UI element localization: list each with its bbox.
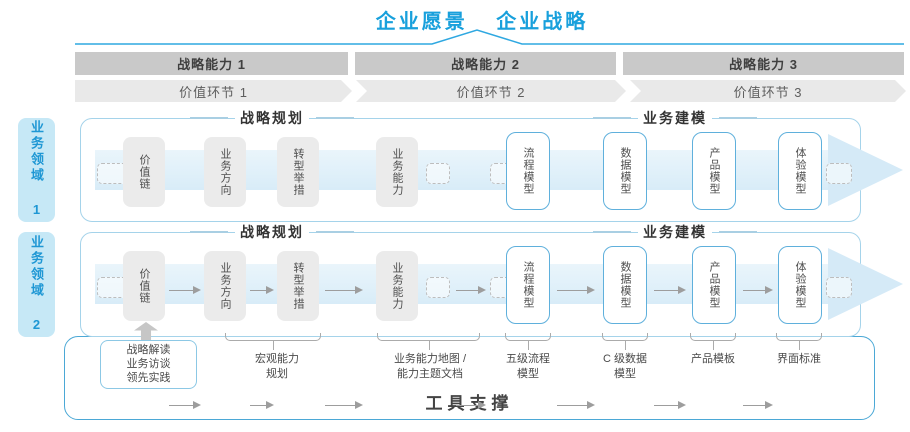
practice-box: 战略解读 业务访谈 领先实践 — [100, 340, 197, 390]
box-product-model: 产品模型 — [692, 246, 736, 324]
tool-support-label: 工具支撑 — [425, 394, 514, 413]
placeholder-slot — [426, 277, 450, 298]
box-transformation-initiatives: 转型举措 — [277, 251, 319, 321]
annotation-macro-capability: 宏观能力 规划 — [255, 353, 299, 380]
flow-arrow-icon — [250, 401, 274, 410]
flow-arrow-icon — [169, 401, 201, 410]
flow-arrow-icon — [557, 401, 595, 410]
header-rule — [593, 231, 631, 233]
placeholder-slot — [826, 163, 852, 184]
annotation-product-template: 产品模板 — [691, 353, 735, 365]
flow-arrow-icon — [557, 286, 595, 295]
annotation-ui-standard: 界面标准 — [777, 353, 821, 365]
header-rule — [719, 117, 757, 119]
box-experience-model: 体验模型 — [778, 246, 822, 324]
box-process-model: 流程模型 — [506, 132, 550, 210]
bracket-connector — [225, 333, 321, 350]
modeling-header-label: 业务建模 — [638, 108, 712, 128]
box-process-model: 流程模型 — [506, 246, 550, 324]
planning-header: 战略规划 — [190, 108, 354, 128]
planning-header-label: 战略规划 — [235, 222, 309, 242]
bracket-connector — [377, 333, 480, 350]
box-business-direction: 业务方向 — [204, 137, 246, 207]
planning-header: 战略规划 — [190, 222, 354, 242]
flow-arrow-icon — [743, 401, 773, 410]
value-link-segment-2: 价值环节 2 — [356, 80, 626, 102]
flow-arrow-icon — [654, 286, 686, 295]
value-link-segment-1: 价值环节 1 — [75, 80, 352, 102]
header-rule — [316, 117, 354, 119]
page-title: 企业愿景 企业战略 — [54, 5, 910, 34]
strategic-capability-bar-2: 战略能力 2 — [355, 52, 616, 75]
flow-arrow-icon — [325, 286, 363, 295]
vision-title: 企业愿景 — [375, 11, 468, 33]
flow-arrow-icon — [456, 286, 486, 295]
flow-arrow-icon — [654, 401, 686, 410]
business-domain-label-2: 业务领域 2 — [18, 232, 55, 337]
box-transformation-initiatives: 转型举措 — [277, 137, 319, 207]
header-rule — [719, 231, 757, 233]
bracket-connector — [690, 333, 736, 350]
flow-arrow-icon — [169, 286, 201, 295]
modeling-header-label: 业务建模 — [638, 222, 712, 242]
header-rule — [593, 117, 631, 119]
box-product-model: 产品模型 — [692, 132, 736, 210]
box-business-direction: 业务方向 — [204, 251, 246, 321]
annotation-capability-map: 业务能力地图 / 能力主题文档 — [393, 353, 467, 380]
box-business-capability: 业务能力 — [376, 251, 418, 321]
box-value-chain: 价值链 — [123, 137, 165, 207]
flow-arrow-icon — [743, 286, 773, 295]
placeholder-slot — [826, 277, 852, 298]
box-business-capability: 业务能力 — [376, 137, 418, 207]
modeling-header: 业务建模 — [593, 108, 757, 128]
modeling-header: 业务建模 — [593, 222, 757, 242]
flow-arrow-icon — [325, 401, 363, 410]
strategy-title: 企业战略 — [496, 11, 589, 33]
box-data-model: 数据模型 — [603, 132, 647, 210]
vision-connector-line — [75, 29, 904, 45]
bracket-connector — [602, 333, 648, 350]
business-domain-row-2: 战略规划 业务建模 价值链 业务方向 转型举措 业务能力 流程模型 数据模型 产… — [75, 222, 910, 409]
flow-arrow-icon — [456, 401, 486, 410]
annotation-data-model: C 级数据 模型 — [603, 353, 647, 380]
box-experience-model: 体验模型 — [778, 132, 822, 210]
business-domain-label-1: 业务领域 1 — [18, 118, 55, 222]
box-data-model: 数据模型 — [603, 246, 647, 324]
header-rule — [316, 231, 354, 233]
value-link-segment-3: 价值环节 3 — [630, 80, 906, 102]
bracket-connector — [505, 333, 551, 350]
business-domain-row-1: 战略规划 业务建模 价值链 业务方向 转型举措 业务能力 流程模型 数据模型 产… — [75, 108, 910, 294]
strategic-capability-bar-3: 战略能力 3 — [623, 52, 904, 75]
header-rule — [190, 231, 228, 233]
bracket-connector — [776, 333, 822, 350]
flow-arrow-icon — [250, 286, 274, 295]
placeholder-slot — [426, 163, 450, 184]
planning-header-label: 战略规划 — [235, 108, 309, 128]
strategic-capability-bar-1: 战略能力 1 — [75, 52, 348, 75]
box-value-chain: 价值链 — [123, 251, 165, 321]
annotation-process-model: 五级流程 模型 — [506, 353, 550, 380]
header-rule — [190, 117, 228, 119]
